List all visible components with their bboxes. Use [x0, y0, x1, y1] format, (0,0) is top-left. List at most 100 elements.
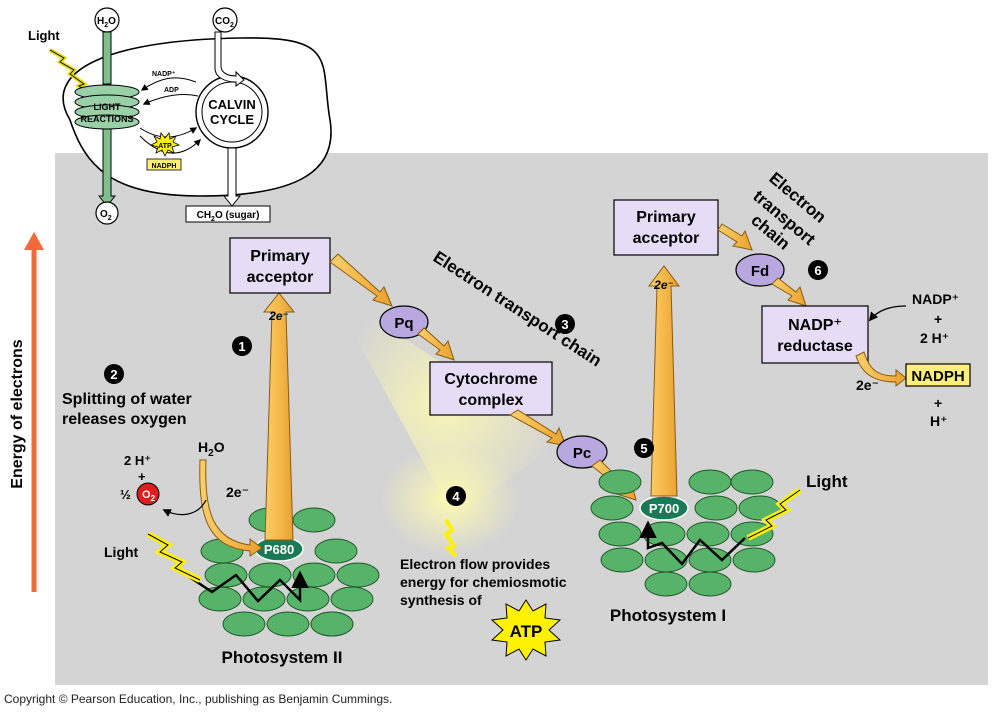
pq-label: Pq	[394, 315, 413, 332]
o2-bubble	[95, 201, 119, 225]
photosystem-i: P700 Light 2e⁻ 5 Primary acceptor Photos…	[590, 199, 848, 625]
cytochrome-box	[429, 361, 553, 416]
o2-label: O	[142, 489, 151, 501]
step-1-label: 1	[238, 339, 245, 354]
copyright-notice: Copyright © Pearson Education, Inc., pub…	[4, 692, 393, 706]
reductase-to-nadph-arrow	[855, 351, 907, 388]
inset-nadp-label: NADP⁺	[152, 70, 176, 78]
svg-text:H2O: H2O	[97, 16, 116, 29]
sugar-box	[185, 205, 271, 223]
p680-label: P680	[264, 542, 294, 557]
co2-arrow	[214, 31, 245, 87]
o2-molecule	[136, 482, 160, 506]
photosystem-ii: P680 Light 2e⁻ 1 Primary acceptor 2 Spli…	[62, 237, 380, 667]
nadph-plus: +	[934, 395, 942, 411]
splitting-text-1: Splitting of water	[62, 391, 192, 408]
fd-label: Fd	[751, 263, 769, 280]
cytochrome-line2: complex	[459, 392, 524, 409]
inset-sugar-sub: 2	[211, 216, 215, 223]
splitting-text-2: releases oxygen	[62, 411, 187, 428]
ps2-primary-acceptor-box	[229, 237, 331, 294]
co2-bubble	[212, 7, 238, 33]
h-plus-label: H⁺	[930, 413, 948, 429]
acceptor-to-fd-arrow	[717, 223, 753, 251]
calvin-label-1: CALVIN	[208, 97, 255, 112]
svg-text:CO2: CO2	[215, 16, 234, 29]
water-2e-label: 2e⁻	[226, 484, 249, 500]
step-2-badge	[104, 364, 124, 384]
flow-text-2: energy for chemiosmotic	[400, 574, 567, 590]
inset-h2o: H	[97, 16, 104, 27]
inset-nadph-label: NADPH	[152, 163, 177, 170]
nadp-input-arrow	[868, 305, 907, 322]
ps1-2e-label: 2e⁻	[653, 278, 674, 292]
step-4-badge	[446, 486, 466, 506]
p700-label: P700	[649, 501, 679, 516]
ps2-2e-label: 2e⁻	[268, 309, 289, 323]
photosystem-ii-label: Photosystem II	[222, 648, 343, 667]
inset-h2o-sub: 2	[104, 22, 108, 29]
plus-sign: +	[138, 469, 146, 484]
flow-text-3: synthesis of	[400, 592, 482, 608]
light-reactions-label-2: REACTIONS	[80, 114, 133, 124]
acceptor-to-pq-arrow	[329, 253, 393, 307]
inset-o2: O	[100, 209, 108, 220]
half-label: ½	[120, 487, 131, 502]
h2o-label: H	[198, 439, 208, 455]
inset-co2-sub: 2	[230, 22, 234, 29]
calvin-label-2: CYCLE	[210, 112, 254, 127]
h2o-tail: O	[214, 439, 225, 455]
cyto-to-pc-arrow	[509, 409, 567, 447]
ps1-electron-arrow	[648, 265, 680, 497]
water-to-p680-arrow	[199, 459, 263, 557]
nadp-reductase-line1: NADP⁺	[788, 317, 842, 334]
light-reactions-label-1: LIGHT	[94, 102, 121, 112]
pc-oval	[556, 435, 608, 469]
nadp-reductase-box	[761, 305, 869, 364]
step-5-badge	[634, 438, 654, 458]
svg-text:O2: O2	[100, 209, 112, 222]
o2-out-shaft	[97, 125, 117, 207]
inset-nadph-box	[146, 158, 182, 171]
ps2-electron-arrow	[262, 292, 296, 541]
ps1-light-label: Light	[806, 472, 848, 491]
pq-to-cyto-arrow	[417, 327, 455, 361]
ps2-energy-zigzag	[187, 570, 309, 604]
two-h-plus: 2 H⁺	[124, 453, 151, 468]
energy-axis-label: Energy of electrons	[9, 339, 26, 488]
inset-atp-label: ATP	[158, 143, 172, 150]
inset-co2: CO	[215, 16, 230, 27]
ps2-antenna-disks	[198, 507, 380, 637]
nadph-box	[905, 363, 971, 387]
ps1-primary-acceptor-box	[613, 199, 719, 256]
chloroplast-inset: H2O O2 Light LIGHT REACTIONS NADP⁺ ADP A…	[28, 7, 332, 225]
inset-adp-label: ADP	[164, 87, 179, 94]
ps1-primary-acceptor-line2: acceptor	[633, 230, 700, 247]
inset-atp-star-icon	[149, 132, 181, 157]
nadp-input-2h: 2 H⁺	[920, 330, 949, 346]
nadp-input-label: NADP⁺	[912, 291, 959, 307]
energy-axis: Energy of electrons	[9, 232, 44, 592]
cytochrome-line1: Cytochrome	[444, 371, 537, 388]
water-to-o2-arrow	[162, 499, 207, 517]
svg-text:H2O: H2O	[198, 439, 225, 459]
pc-label: Pc	[573, 445, 591, 462]
h2o-sub: 2	[208, 448, 214, 459]
h2o-down-shaft	[102, 31, 112, 85]
ps1-energy-zigzag	[639, 520, 746, 566]
ps1-primary-acceptor-line1: Primary	[636, 209, 696, 226]
step-3-badge	[555, 314, 575, 334]
inset-sugar-a: CH	[197, 210, 211, 221]
inset-light-label: Light	[28, 28, 60, 43]
step-3-label: 3	[561, 317, 568, 332]
o2-sub: 2	[151, 494, 156, 503]
inset-sugar-b: O (sugar)	[215, 210, 259, 221]
inset-h2o-tail: O	[108, 16, 116, 27]
inset-o2-sub: 2	[108, 215, 112, 222]
nadph-label: NADPH	[911, 368, 964, 385]
sugar-out-arrow	[222, 147, 242, 207]
light-reactions-stack: LIGHT REACTIONS	[74, 84, 140, 130]
step-5-label: 5	[640, 441, 647, 456]
step-6-badge	[808, 260, 828, 280]
